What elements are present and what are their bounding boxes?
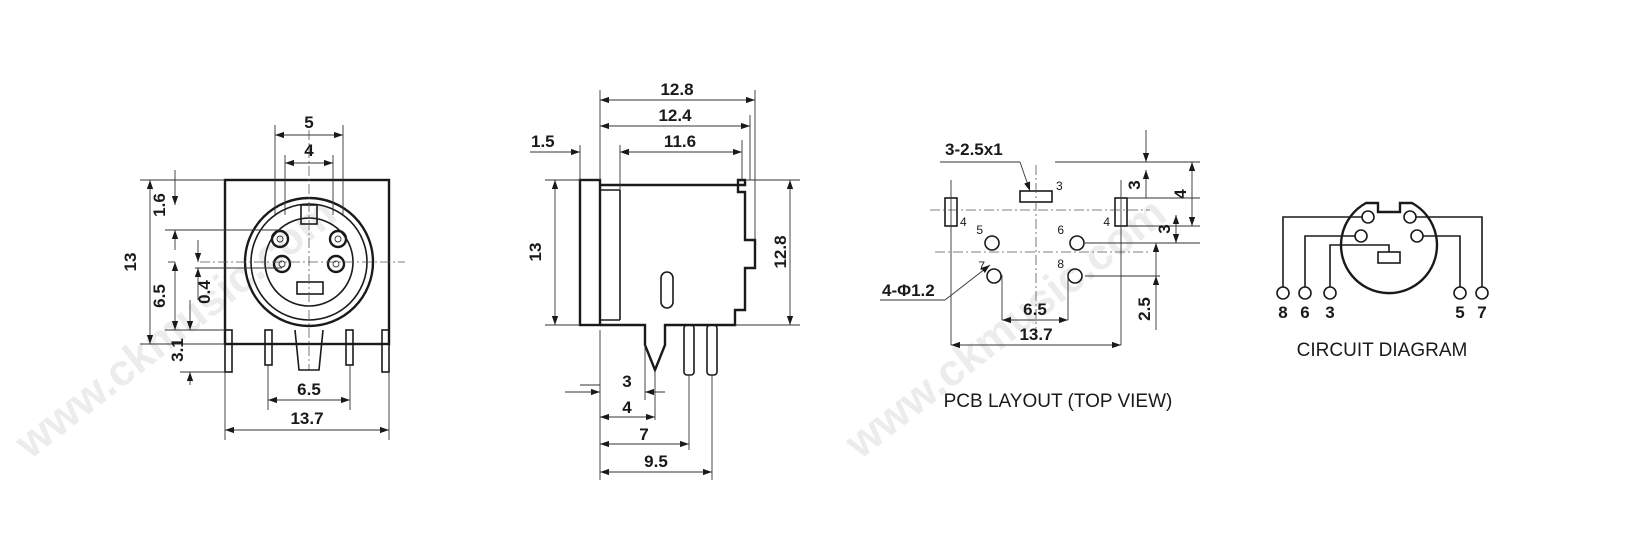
circuit-pin-5: 5	[1455, 303, 1464, 322]
front-view: 5 4 13 1.6 6.5 0.4 3.1 6.5 13.7	[121, 113, 405, 440]
pcb-dim-13-7: 13.7	[1019, 325, 1052, 344]
side-dim-12-4: 12.4	[658, 106, 692, 125]
front-dim-13-7: 13.7	[290, 409, 323, 428]
circuit-diagram: 8 6 3 5 7 CIRCUIT DIAGRAM	[1276, 201, 1489, 361]
side-dim-11-6: 11.6	[664, 132, 696, 151]
side-dim-12-8-top: 12.8	[660, 80, 693, 99]
front-dim-6-5: 6.5	[150, 284, 169, 308]
circuit-pin-6: 6	[1300, 303, 1309, 322]
circuit-diagram-caption: CIRCUIT DIAGRAM	[1297, 340, 1468, 361]
circuit-pin-7: 7	[1477, 303, 1486, 322]
pcb-pin-4-left: 4	[960, 215, 967, 229]
pcb-dim-3-mid: 3	[1155, 224, 1174, 233]
pcb-slot-note: 3-2.5x1	[945, 140, 1003, 159]
pcb-pin-3: 3	[1056, 179, 1063, 193]
circuit-pin-3: 3	[1325, 303, 1334, 322]
pcb-pin-6: 6	[1057, 223, 1064, 237]
pcb-layout: 3-2.5x1 4-Φ1.2 3 4 4 5 6 7 8 3 4 3 2.5 6…	[880, 130, 1200, 412]
pcb-pin-7: 7	[978, 259, 985, 273]
pcb-layout-caption: PCB LAYOUT (TOP VIEW)	[944, 391, 1173, 412]
front-dim-0-4: 0.4	[195, 280, 214, 304]
side-dim-9-5: 9.5	[644, 452, 668, 471]
pcb-dim-2-5: 2.5	[1135, 297, 1154, 321]
front-dim-13: 13	[121, 253, 140, 272]
side-dim-3: 3	[622, 372, 631, 391]
front-dim-5: 5	[304, 113, 313, 132]
front-dim-4: 4	[304, 141, 314, 160]
pcb-dim-3-top: 3	[1125, 180, 1144, 189]
pcb-hole-note: 4-Φ1.2	[882, 281, 935, 300]
side-dim-12-8-right: 12.8	[771, 235, 790, 268]
side-dim-13: 13	[526, 243, 545, 262]
pcb-pin-4-right: 4	[1103, 215, 1110, 229]
pcb-dim-4: 4	[1171, 189, 1190, 199]
front-dim-1-6: 1.6	[150, 193, 169, 217]
front-dim-6-5-width: 6.5	[297, 380, 321, 399]
front-dim-3-1: 3.1	[168, 338, 187, 362]
circuit-pin-8: 8	[1278, 303, 1287, 322]
pcb-dim-6-5: 6.5	[1023, 300, 1047, 319]
pcb-pin-8: 8	[1057, 257, 1064, 271]
pcb-pin-5: 5	[976, 223, 983, 237]
side-dim-1-5: 1.5	[531, 132, 555, 151]
side-dim-4: 4	[622, 398, 632, 417]
watermark-right: www.ckmusic.com	[835, 188, 1175, 469]
side-view: 12.8 12.4 11.6 1.5 13 12.8 3 4 7 9.5	[526, 80, 800, 480]
side-dim-7: 7	[639, 425, 648, 444]
